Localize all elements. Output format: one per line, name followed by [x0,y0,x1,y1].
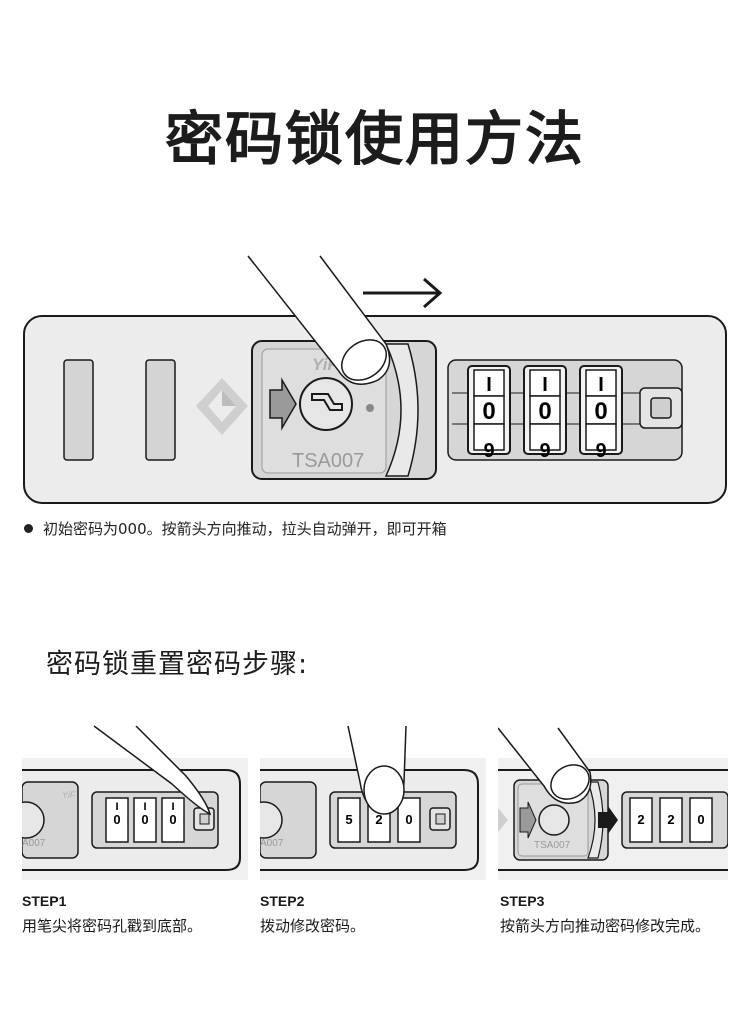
svg-text:2: 2 [667,812,674,827]
svg-text:TSA007: TSA007 [534,840,571,851]
pen-icon [93,725,212,816]
svg-text:YiF: YiF [62,790,76,800]
svg-text:I: I [542,374,548,396]
svg-text:0: 0 [697,812,704,827]
svg-text:2: 2 [375,812,382,827]
push-arrow-icon [269,377,297,431]
page-title: 密码锁使用方法 [164,105,585,173]
svg-text:0: 0 [141,812,148,827]
svg-text:5: 5 [345,812,352,827]
step2-illustration: A007 5 2 0 [260,725,486,880]
svg-text:I: I [598,374,604,396]
bullet-icon [24,524,33,533]
svg-text:0: 0 [169,812,176,827]
step1-illustration: A007 YiF I 0 I 0 I 0 [22,725,248,880]
svg-text:A007: A007 [22,838,46,849]
svg-text:0: 0 [594,398,607,425]
step3-label: STEP3 [500,893,545,909]
lock-slot-right [145,359,176,461]
section-title: 密码锁重置密码步骤: [46,649,309,680]
svg-text:6: 6 [483,438,494,460]
right-arrow-icon [363,277,443,309]
lock-slot-left [63,359,94,461]
dial-wheel-1[interactable]: I 0 6 [467,365,511,460]
svg-text:6: 6 [539,438,550,460]
finger-icon [247,255,391,385]
tsa-diamond-icon [196,378,248,435]
side-arrow-icon [498,808,508,832]
finger-icon [498,727,592,804]
step3-desc: 按箭头方向推动密码修改完成。 [500,917,711,935]
svg-text:I: I [171,801,174,813]
svg-text:I: I [115,801,118,813]
svg-text:0: 0 [405,812,412,827]
finger-icon [347,725,407,815]
tsa-badge: TSA007 [292,450,364,472]
step2-desc: 拨动修改密码。 [260,917,366,935]
step1-desc: 用笔尖将密码孔戳到底部。 [22,917,203,935]
step1-label: STEP1 [22,893,67,909]
instruction-note: 初始密码为000。按箭头方向推动，拉头自动弹开，即可开箱 [24,518,447,539]
svg-text:0: 0 [538,398,551,425]
svg-text:0: 0 [482,398,495,425]
dial-wheel-2[interactable]: I 0 6 [523,365,567,460]
step3-illustration: TSA007 2 2 0 [498,727,728,880]
main-lock-illustration: YiF TSA007 I 0 6 I 0 6 I 0 6 [23,255,727,504]
step2-label: STEP2 [260,893,305,909]
step1-dials: I 0 I 0 I 0 [105,797,185,843]
dial-wheel-3[interactable]: I 0 6 [579,365,623,460]
note-text: 初始密码为000。按箭头方向推动，拉头自动弹开，即可开箱 [43,520,447,538]
svg-text:0: 0 [113,812,120,827]
svg-text:A007: A007 [260,838,284,849]
step3-dials: 2 2 0 [629,797,713,843]
svg-text:I: I [143,801,146,813]
svg-text:6: 6 [595,438,606,460]
svg-text:I: I [486,374,492,396]
svg-text:2: 2 [637,812,644,827]
lock-button-icon[interactable] [639,387,683,429]
push-arrow-icon [598,806,618,834]
